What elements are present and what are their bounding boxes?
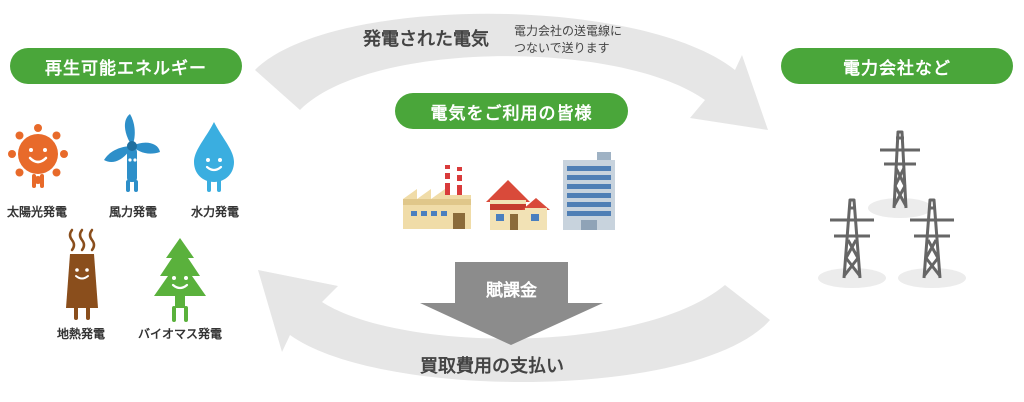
top-arrow-note-line2: つないで送ります [514,41,610,55]
customers-badge: 電気をご利用の皆様 [395,93,628,129]
bottom-flow-arrow [258,270,770,383]
source-label-solar: 太陽光発電 [6,205,67,219]
wind-turbine-icon [104,114,160,192]
top-arrow-note: 電力会社の送電線に つないで送ります [514,23,622,57]
top-flow-arrow [255,13,768,130]
water-drop-icon [194,122,234,192]
source-label-biomass: バイオマス発電 [137,327,222,341]
renewable-energy-badge: 再生可能エネルギー [10,48,242,84]
bottom-arrow-title: 買取費用の支払い [420,356,564,377]
utility-company-badge: 電力会社など [781,48,1013,84]
top-arrow-title: 発電された電気 [363,29,489,50]
levy-label: 賦課金 [486,281,537,301]
geothermal-icon [66,228,98,320]
source-label-hydro: 水力発電 [190,205,239,219]
levy-arrow [420,262,603,345]
top-arrow-note-line1: 電力会社の送電線に [514,24,623,38]
house-icon [486,180,550,230]
source-label-wind: 風力発電 [108,205,157,219]
tree-icon [154,238,206,322]
factory-icon [403,165,471,229]
sun-icon [8,124,68,188]
source-label-geothermal: 地熱発電 [56,327,105,341]
transmission-towers-icon [818,130,966,288]
office-building-icon [563,152,615,230]
